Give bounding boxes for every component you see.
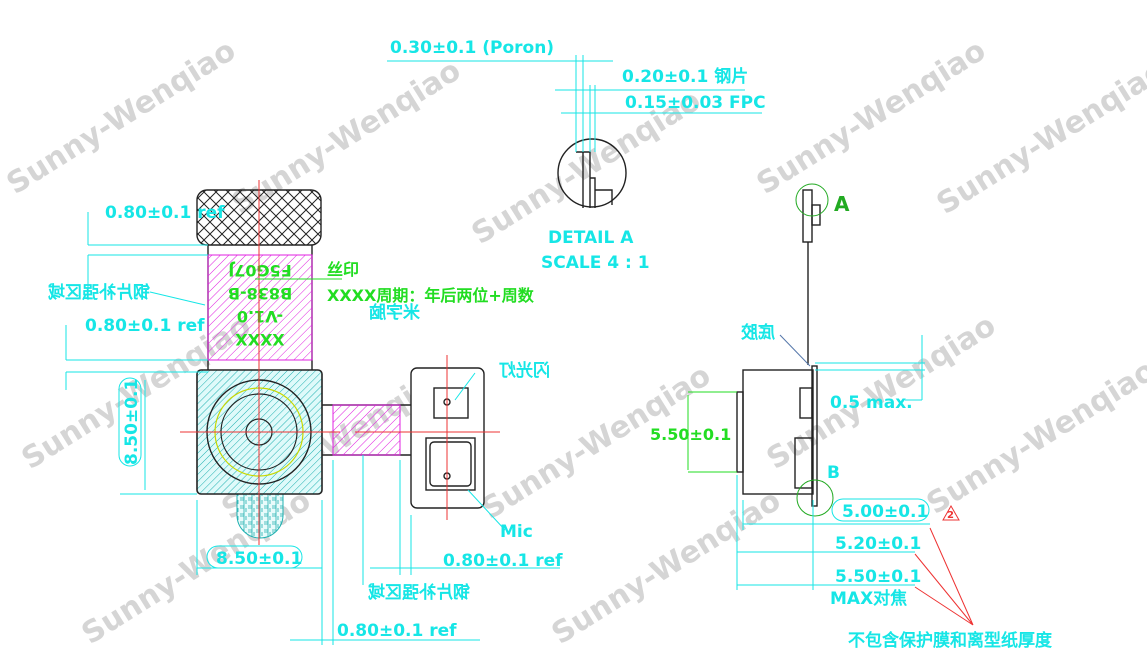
detail-title: DETAIL A: [548, 228, 634, 248]
mirrored-note: 米字脑: [369, 302, 420, 323]
print-line: B838-B: [228, 284, 292, 303]
camera-tab: [236, 493, 284, 539]
side-stiffener: [811, 365, 818, 507]
thickness-note: 不包含保护膜和离型纸厚度: [848, 630, 1053, 651]
print-line: XXXX: [235, 330, 285, 349]
silkscreen-label: 丝印: [327, 260, 359, 279]
watermark: Sunny-Wenqiao: [1, 33, 242, 202]
dim-gap: 0.5 max.: [830, 393, 913, 413]
detail-a: 0.30±0.1 (Poron) 0.20±0.1 钢片 0.15±0.03 F…: [387, 38, 766, 273]
dim-flex-ref: 0.80±0.1 ref: [443, 551, 563, 571]
side-connector-pin: [811, 204, 821, 226]
marker-b: B: [827, 463, 840, 483]
dim-500-text: 5.00±0.1: [842, 502, 928, 522]
side-mic: [794, 437, 813, 489]
lens-dim-lines: [687, 391, 737, 473]
mirrored-label-left: 钢片补强区域: [48, 282, 150, 303]
center-lines: [180, 180, 500, 545]
mirrored-label-bottom: 钢片补强区域: [368, 582, 470, 603]
watermark: Sunny-Wenqiao: [546, 483, 787, 652]
label-light-sensor: 闪光灯: [499, 360, 550, 381]
marker-a-circle: [795, 183, 829, 217]
revision-mark-text: 2: [947, 510, 954, 521]
side-dim-lines: [736, 335, 930, 590]
note-arrows: [914, 527, 974, 626]
detail-dim-lines: [387, 55, 762, 152]
dim-fpc: 0.15±0.03 FPC: [625, 93, 766, 113]
marker-b-circle: [796, 479, 834, 517]
label-glue: 底胶: [741, 322, 775, 343]
detail-scale: SCALE 4 : 1: [541, 253, 650, 273]
marker-a: A: [834, 192, 850, 216]
flex-print-area: [332, 404, 401, 456]
mic-component: [425, 437, 476, 491]
print-lines: XXXX -V1.0 B838-B F5G07J: [228, 261, 292, 349]
detail-circle: [557, 138, 627, 208]
print-line: F5G07J: [228, 261, 291, 280]
silkscreen-area: [207, 254, 313, 361]
dim-500: 5.00±0.1: [831, 498, 930, 522]
dim-mid-ref: 0.80±0.1 ref: [85, 316, 205, 336]
dim-poron: 0.30±0.1 (Poron): [390, 38, 554, 58]
dim-width: 8.50±0.1: [206, 545, 303, 569]
dim-520: 5.20±0.1: [835, 534, 921, 554]
watermarks: Sunny-Wenqiao Sunny-Wenqiao Sunny-Wenqia…: [1, 33, 1147, 652]
light-sensor: [433, 387, 469, 419]
dim-550: 5.50±0.1: [835, 567, 921, 587]
side-view: A B 底胶 0.5 max. 5.50±0.1 5.00±0.1 2 5.20…: [650, 183, 1053, 651]
dim-lines: [65, 212, 560, 645]
mic-inner: [429, 441, 472, 487]
watermark: Sunny-Wenqiao: [921, 353, 1147, 522]
front-view: XXXX -V1.0 B838-B F5G07J 0.80±0.1 ref 0.…: [48, 180, 563, 645]
side-component: [799, 387, 813, 419]
print-line: -V1.0: [237, 307, 283, 326]
glue-leader: [779, 334, 811, 367]
dim-height-text: 8.50±0.1: [122, 379, 142, 465]
dim-top-ref: 0.80±0.1 ref: [105, 203, 225, 223]
dim-width-text: 8.50±0.1: [216, 549, 302, 569]
dim-height: 8.50±0.1: [118, 377, 142, 467]
side-lens: [736, 391, 744, 473]
dim-bottom-ref: 0.80±0.1 ref: [337, 621, 457, 641]
revision-mark: 2: [942, 504, 960, 521]
silkscreen-note: XXXX周期：年后两位+周数: [327, 286, 535, 305]
dim-steel: 0.20±0.1 钢片: [622, 66, 748, 87]
label-mic: Mic: [500, 522, 533, 542]
dim-lens: 5.50±0.1: [650, 425, 731, 444]
dim-550-note: MAX对焦: [830, 588, 907, 609]
